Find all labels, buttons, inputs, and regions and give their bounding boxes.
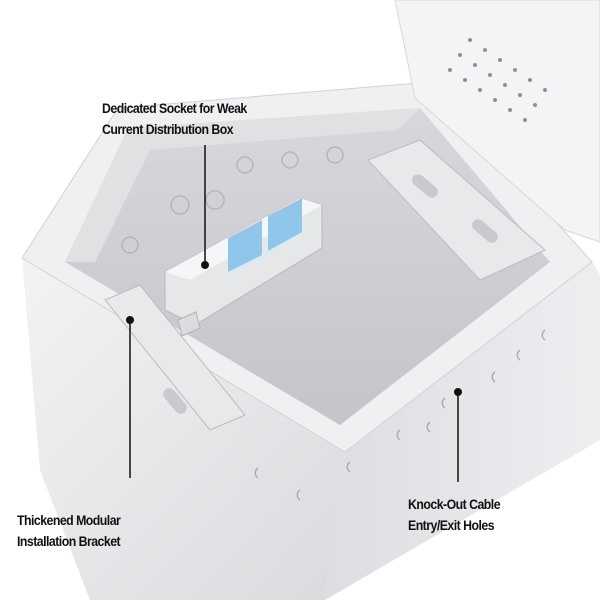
callout-bracket-line1: Thickened Modular xyxy=(17,512,121,528)
callout-leader-socket xyxy=(201,145,209,269)
callout-bracket-line2: Installation Bracket xyxy=(17,533,121,549)
callout-leader-bracket xyxy=(126,316,134,478)
box-lid xyxy=(394,0,600,243)
callout-holes: Knock-Out Cable Entry/Exit Holes xyxy=(408,494,501,536)
box-right-face xyxy=(325,262,600,600)
right-bracket xyxy=(367,139,546,281)
callout-bracket: Thickened Modular Installation Bracket xyxy=(17,510,121,552)
socket-outlet-2 xyxy=(268,198,302,251)
callout-socket-line2: Current Distribution Box xyxy=(102,121,234,137)
back-knockouts xyxy=(121,146,344,254)
callout-socket-line1: Dedicated Socket for Weak xyxy=(102,100,247,116)
callout-holes-line2: Entry/Exit Holes xyxy=(408,517,495,533)
callout-holes-line1: Knock-Out Cable xyxy=(408,496,501,512)
front-knockouts xyxy=(254,329,546,501)
lid-vent-holes xyxy=(448,38,547,122)
callout-leader-holes xyxy=(454,388,462,482)
left-bracket xyxy=(104,284,246,431)
callout-socket: Dedicated Socket for Weak Current Distri… xyxy=(102,98,247,140)
box-left-face xyxy=(22,258,345,600)
interior-back-wall xyxy=(65,108,420,262)
socket-outlet-1 xyxy=(228,220,262,272)
